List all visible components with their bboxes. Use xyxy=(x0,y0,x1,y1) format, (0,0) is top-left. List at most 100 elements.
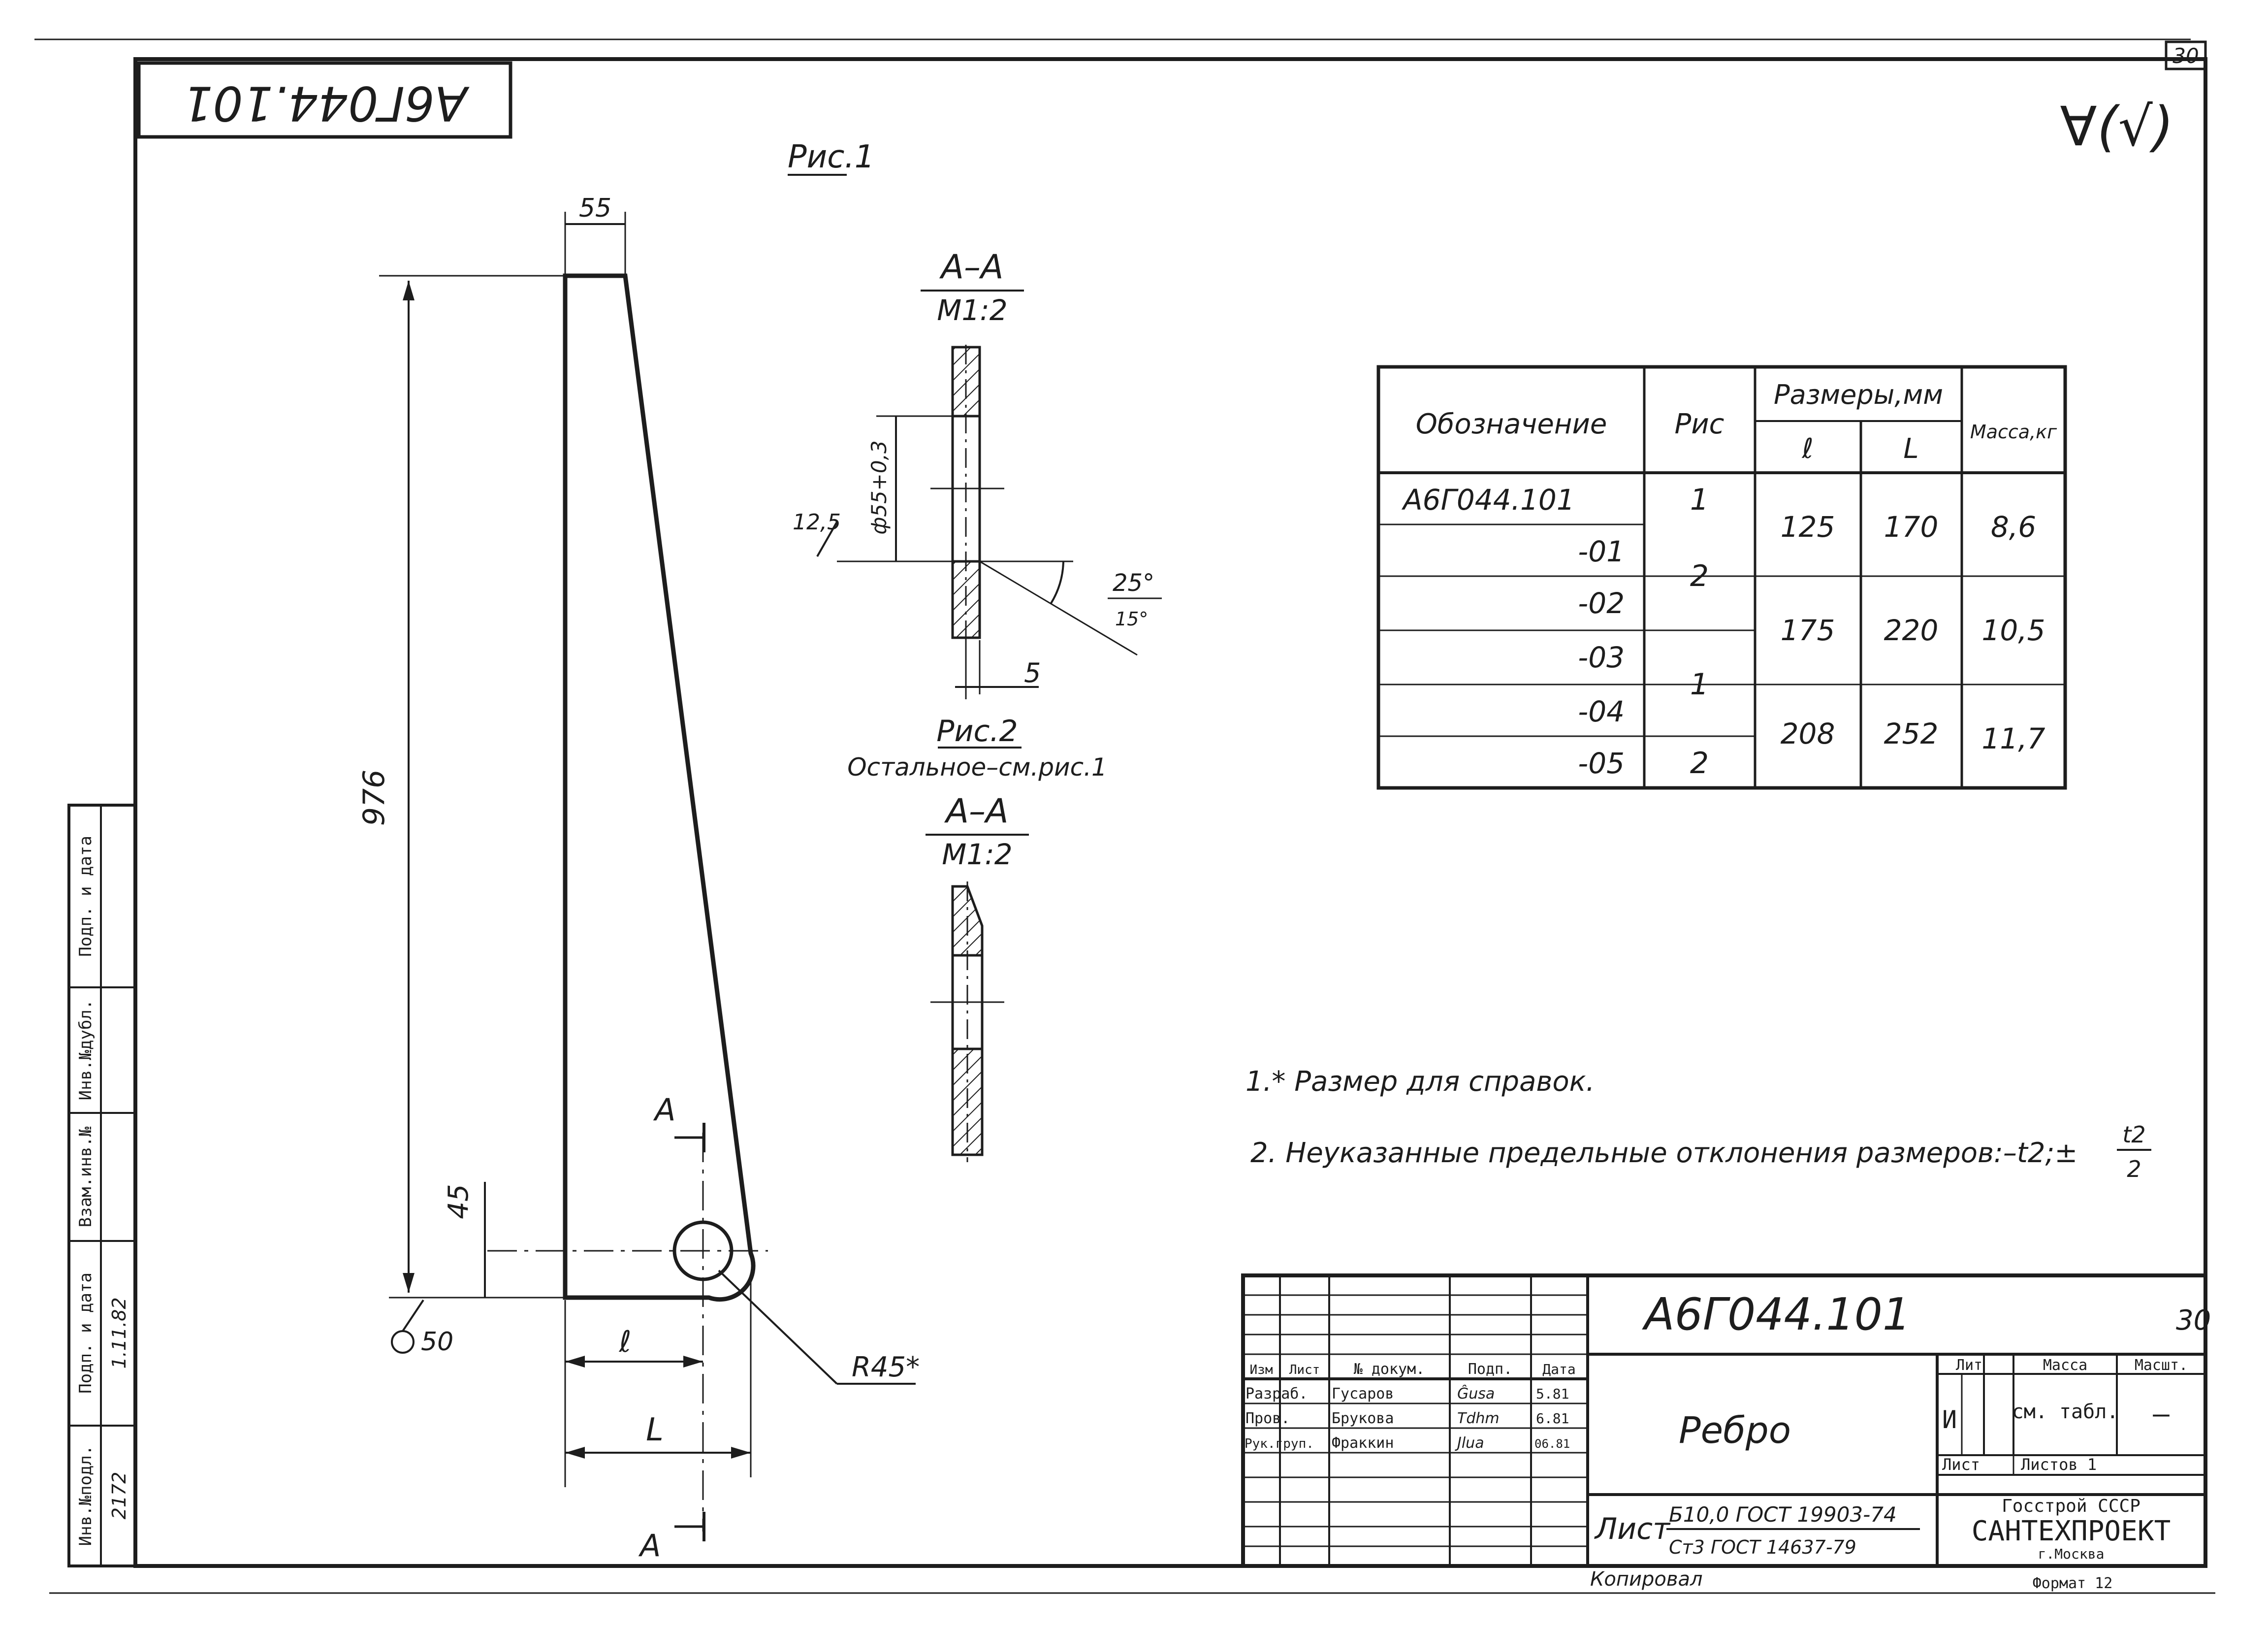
angle-25: 25° xyxy=(1113,569,1154,597)
th-sizes: Размеры,мм xyxy=(1774,379,1943,410)
tb-col-lit: Лит xyxy=(1956,1357,1982,1374)
tb-h-list: Лист xyxy=(1289,1363,1320,1377)
mass-0: 8,6 xyxy=(1991,510,2036,544)
roughness-50: 50 xyxy=(421,1327,453,1357)
bottom-note: Копировал xyxy=(1590,1568,1703,1591)
note-1: 1.* Размер для справок. xyxy=(1246,1066,1595,1098)
tb-h-date: Дата xyxy=(1542,1361,1575,1377)
roughness-mark: ∀(√) xyxy=(2060,95,2173,158)
tb-org-2: САНТЕХПРОЕКТ xyxy=(1972,1515,2171,1547)
side-label-0: Инв.№подл. xyxy=(76,1445,96,1546)
th-mass: Масса,кг xyxy=(1970,421,2057,443)
note-2-num: t2 xyxy=(2122,1121,2145,1148)
dim-12-5: 12,5 xyxy=(793,510,841,535)
tb-lit-value: И xyxy=(1942,1405,1957,1434)
fig2-scale: M1:2 xyxy=(942,838,1012,871)
rib-outline xyxy=(563,273,756,1302)
figure-2: Рис.2 Остальное–см.рис.1 A–A M1:2 xyxy=(847,714,1107,1162)
section-top-label: A–A xyxy=(939,248,1003,287)
side-label-2: Взам.инв.№ xyxy=(76,1126,96,1227)
dim-45: 45 xyxy=(443,1184,475,1219)
th-fig: Рис xyxy=(1675,408,1725,440)
note-2-den: 2 xyxy=(2127,1156,2141,1182)
tb-date-0: 5.81 xyxy=(1536,1386,1569,1402)
sheet-number: 30 xyxy=(2172,44,2199,68)
size-l-2: 208 xyxy=(1781,717,1835,750)
row-designation-3: -03 xyxy=(1578,641,1625,674)
row-designation-2: -02 xyxy=(1578,586,1625,620)
dim-55: 55 xyxy=(579,194,611,223)
tb-mass-value: см. табл. xyxy=(2012,1401,2119,1423)
size-L-0: 170 xyxy=(1884,510,1939,544)
tb-sheet-label: Лист xyxy=(1942,1455,1980,1474)
tb-role-0: Разраб. xyxy=(1246,1385,1308,1402)
tb-material-1: Б10,0 ГОСТ 19903-74 xyxy=(1669,1502,1897,1527)
tb-sheets-label: Листов 1 xyxy=(2021,1455,2097,1474)
tb-material-2: Ст3 ГОСТ 14637-79 xyxy=(1669,1536,1856,1558)
row-designation-5: -05 xyxy=(1578,747,1625,780)
dim-l-small: ℓ xyxy=(619,1325,632,1359)
dim-L: L xyxy=(646,1412,664,1448)
fig-group-3: 2 xyxy=(1690,746,1709,781)
tb-code: А6Г044.101 xyxy=(1642,1289,1911,1340)
stamp-code-top: А6Г044.101 xyxy=(183,76,470,131)
section-top-scale: M1:2 xyxy=(937,293,1007,327)
note-2: 2. Неуказанные предельные отклонения раз… xyxy=(1250,1137,2077,1169)
tb-scale-value: — xyxy=(2153,1398,2170,1430)
size-L-2: 252 xyxy=(1884,717,1939,750)
angle-15: 15° xyxy=(1115,608,1148,630)
side-inv: 2172 xyxy=(108,1472,130,1520)
hole-circle xyxy=(672,1220,734,1281)
tb-sign-2: Jlua xyxy=(1455,1434,1484,1452)
tb-date-2: 06.81 xyxy=(1534,1437,1570,1451)
side-stamp: Инв.№подл. Подп. и дата Взам.инв.№ Инв.№… xyxy=(67,804,137,1567)
tb-h-sign: Подп. xyxy=(1468,1361,1512,1378)
th-L: L xyxy=(1903,433,1918,465)
mass-2: 11,7 xyxy=(1981,722,2045,755)
dim-dia: ф55+0,3 xyxy=(867,440,891,534)
row-designation-1: -01 xyxy=(1578,535,1625,568)
tb-name: Ребро xyxy=(1679,1409,1791,1452)
fig1-title: Рис.1 xyxy=(788,139,874,175)
format-label: Формат 12 xyxy=(2033,1575,2113,1592)
radius-R45: R45* xyxy=(852,1351,920,1383)
tb-org-3: г.Москва xyxy=(2038,1546,2105,1562)
tb-sign-0: Ĝusa xyxy=(1457,1384,1495,1402)
tb-h-doc: № докум. xyxy=(1354,1361,1425,1378)
fig2-label: A–A xyxy=(944,792,1008,831)
mass-1: 10,5 xyxy=(1981,614,2045,647)
spec-table: Обозначение Рис Размеры,мм ℓ L Масса,кг … xyxy=(1376,365,2067,790)
tb-date-1: 6.81 xyxy=(1536,1410,1569,1427)
tb-name-2: Фраккин xyxy=(1332,1434,1394,1452)
title-block: Изм Лист № докум. Подп. Дата Разраб. Гус… xyxy=(1241,1273,2211,1568)
fig-group-2: 1 xyxy=(1690,667,1709,702)
size-l-1: 175 xyxy=(1781,614,1835,647)
tb-col-mass: Масса xyxy=(2043,1357,2087,1374)
size-L-1: 220 xyxy=(1884,614,1939,647)
side-sign-date: 1.11.82 xyxy=(108,1297,130,1368)
fig-group-1: 2 xyxy=(1690,559,1709,593)
side-label-3: Инв.№дубл. xyxy=(76,1000,96,1101)
row-designation-0: А6Г044.101 xyxy=(1401,483,1575,517)
dim-976: 976 xyxy=(357,770,391,826)
fig2-note: Остальное–см.рис.1 xyxy=(847,753,1107,782)
tb-name-1: Брукова xyxy=(1332,1410,1394,1427)
tb-role-2: Рук.груп. xyxy=(1245,1436,1314,1451)
notes: 1.* Размер для справок. 2. Неуказанные п… xyxy=(1246,1066,2151,1182)
side-label-4: Подп. и дата xyxy=(76,836,96,957)
tb-material-label: Лист xyxy=(1594,1512,1671,1546)
tb-h-izm: Изм xyxy=(1250,1363,1273,1377)
tb-sheet-mark: 30 xyxy=(2176,1304,2211,1336)
figure-1: Рис.1 55 976 45 50 ℓ L xyxy=(357,139,920,1564)
size-l-0: 125 xyxy=(1781,510,1835,544)
tb-col-scale: Масшт. xyxy=(2135,1357,2188,1374)
sheet-number-box: 30 xyxy=(2165,40,2207,70)
side-label-1: Подп. и дата xyxy=(76,1272,96,1394)
row-designation-4: -04 xyxy=(1578,695,1625,728)
fig2-title: Рис.2 xyxy=(936,714,1018,749)
th-designation: Обозначение xyxy=(1416,408,1607,440)
section-mark-bottom: A xyxy=(638,1528,661,1564)
section-mark-top: A xyxy=(653,1092,675,1128)
tb-name-0: Гусаров xyxy=(1332,1385,1394,1402)
